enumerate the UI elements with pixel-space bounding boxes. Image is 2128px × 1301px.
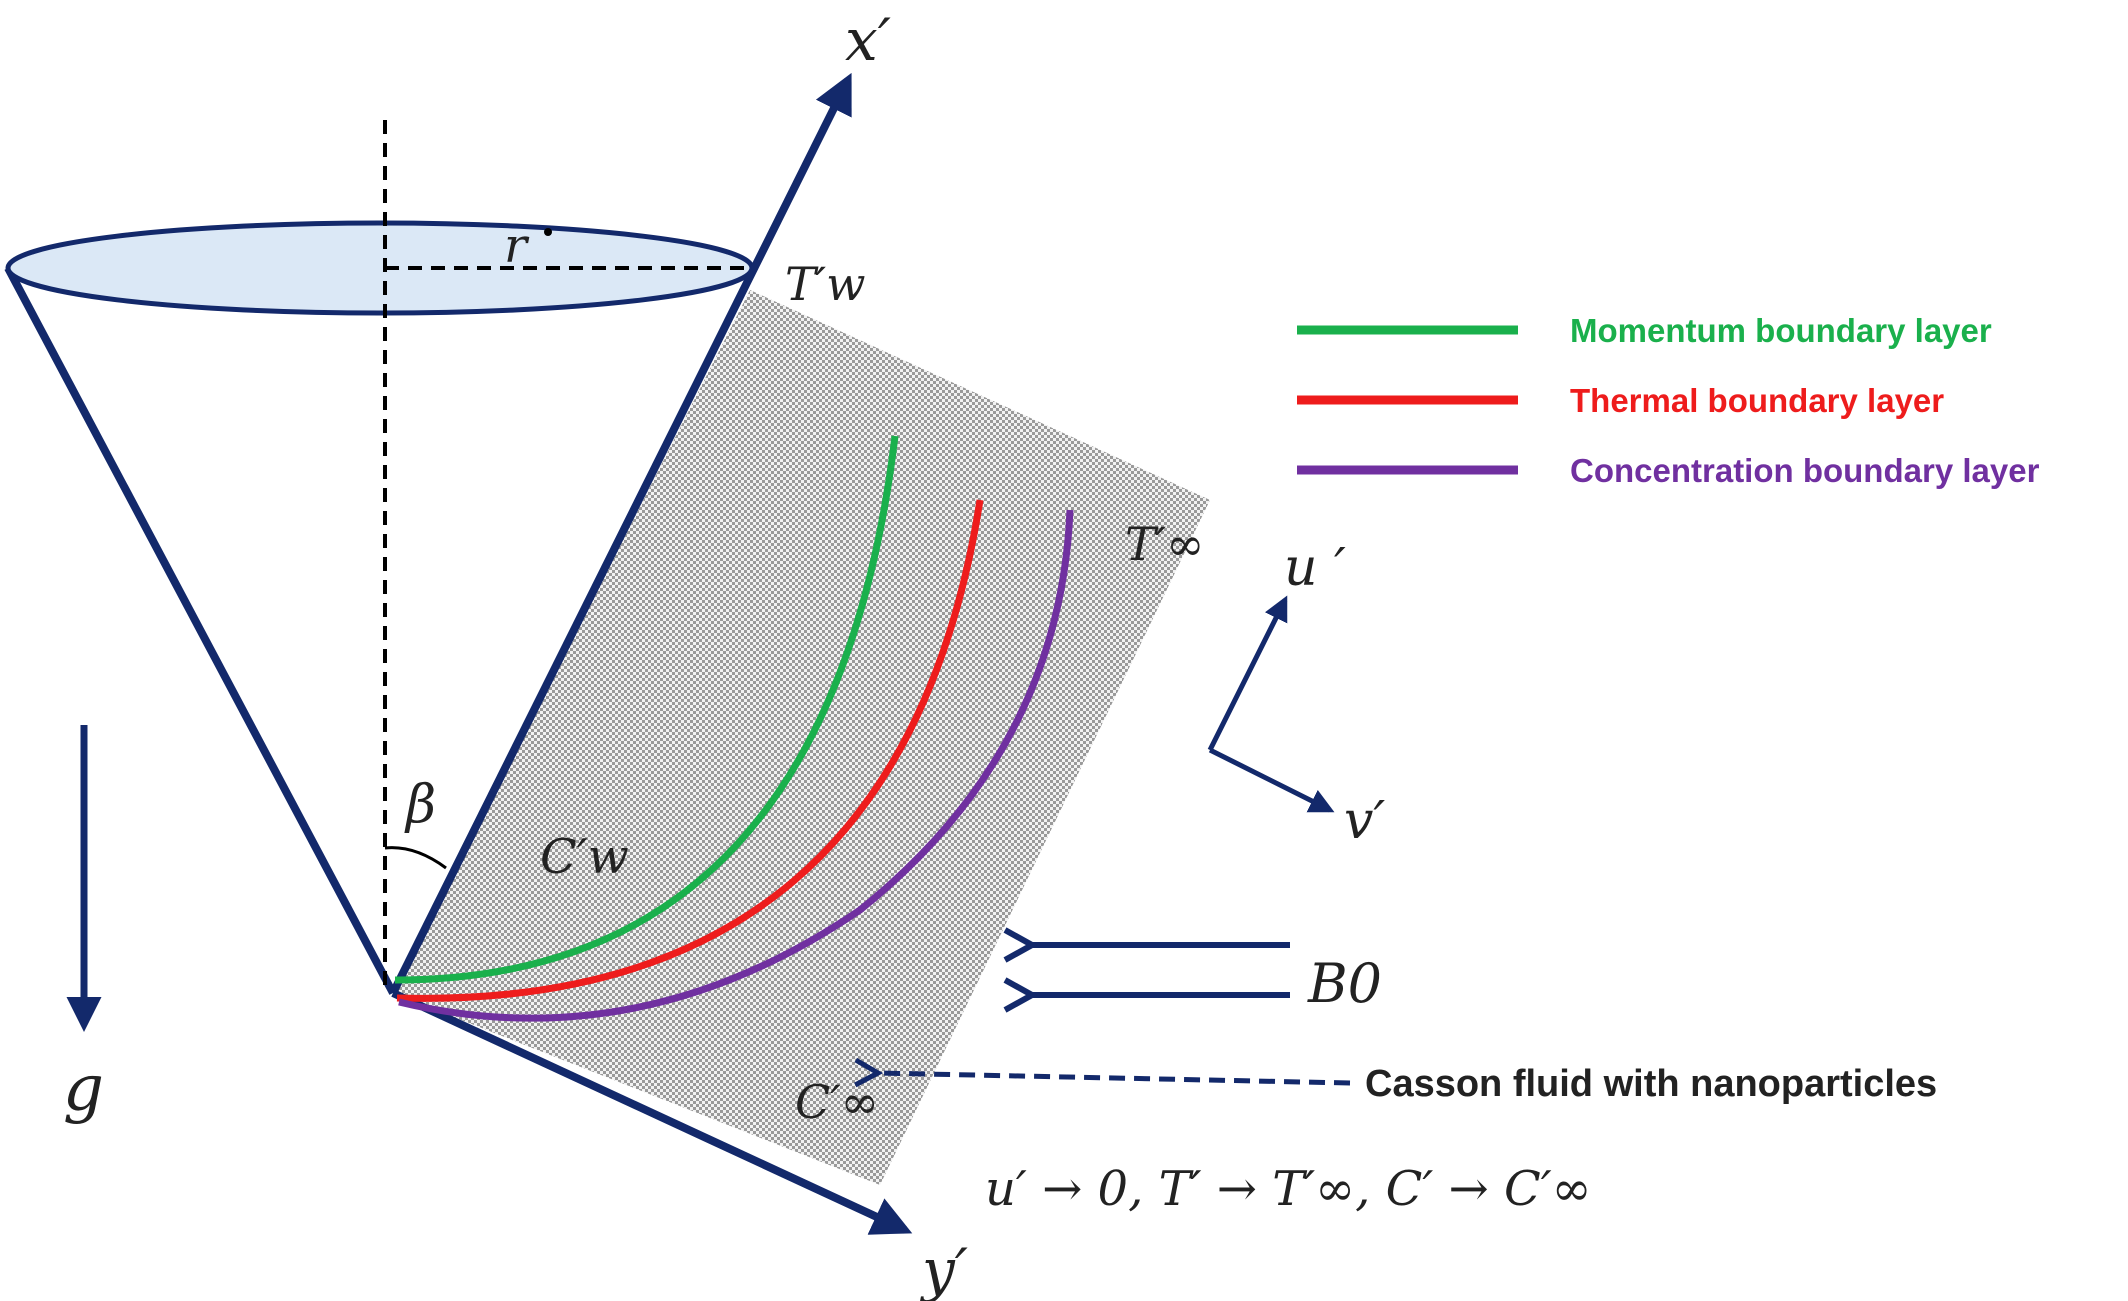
gravity-label: g <box>63 1052 104 1126</box>
v-velocity-arrow <box>1208 747 1335 813</box>
ambient-temperature-label: T′∞ <box>1125 517 1204 571</box>
legend-label-concentration: Concentration boundary layer <box>1570 452 2040 489</box>
concentration-layer-curve <box>398 509 1074 1022</box>
cone-left-side <box>4 266 397 995</box>
x-axis-line <box>389 72 852 995</box>
x-axis-label: x′ <box>845 6 891 74</box>
beta-label: β <box>404 775 436 835</box>
v-velocity-label: v′ <box>1344 791 1385 851</box>
legend-label-thermal: Thermal boundary layer <box>1570 382 1944 419</box>
legend-label-momentum: Momentum boundary layer <box>1570 312 1992 349</box>
boundary-region <box>393 290 1210 1185</box>
magnetic-field-label: B0 <box>1307 952 1382 1015</box>
beta-angle-arc <box>384 846 447 870</box>
fluid-label: Casson fluid with nanoparticles <box>1365 1063 1937 1105</box>
ambient-concentration-label: C′∞ <box>795 1075 879 1129</box>
wall-concentration-label: C′w <box>540 829 629 885</box>
wall-temperature-label: T′w <box>785 257 866 311</box>
thermal-layer-curve <box>396 499 984 1002</box>
radius-endpoint <box>544 228 552 236</box>
u-velocity-label: u ′ <box>1284 538 1346 598</box>
fluid-pointer <box>878 1073 1351 1083</box>
y-axis-label: y′ <box>919 1236 968 1301</box>
legend: Momentum boundary layer Thermal boundary… <box>1297 312 2040 489</box>
y-axis-line <box>391 989 913 1235</box>
boundary-condition-label: u′ → 0, T′ → T′∞, C′ → C′∞ <box>985 1161 1592 1217</box>
u-velocity-arrow <box>1207 595 1288 752</box>
radius-label: r <box>504 218 530 274</box>
momentum-layer-curve <box>394 435 899 984</box>
